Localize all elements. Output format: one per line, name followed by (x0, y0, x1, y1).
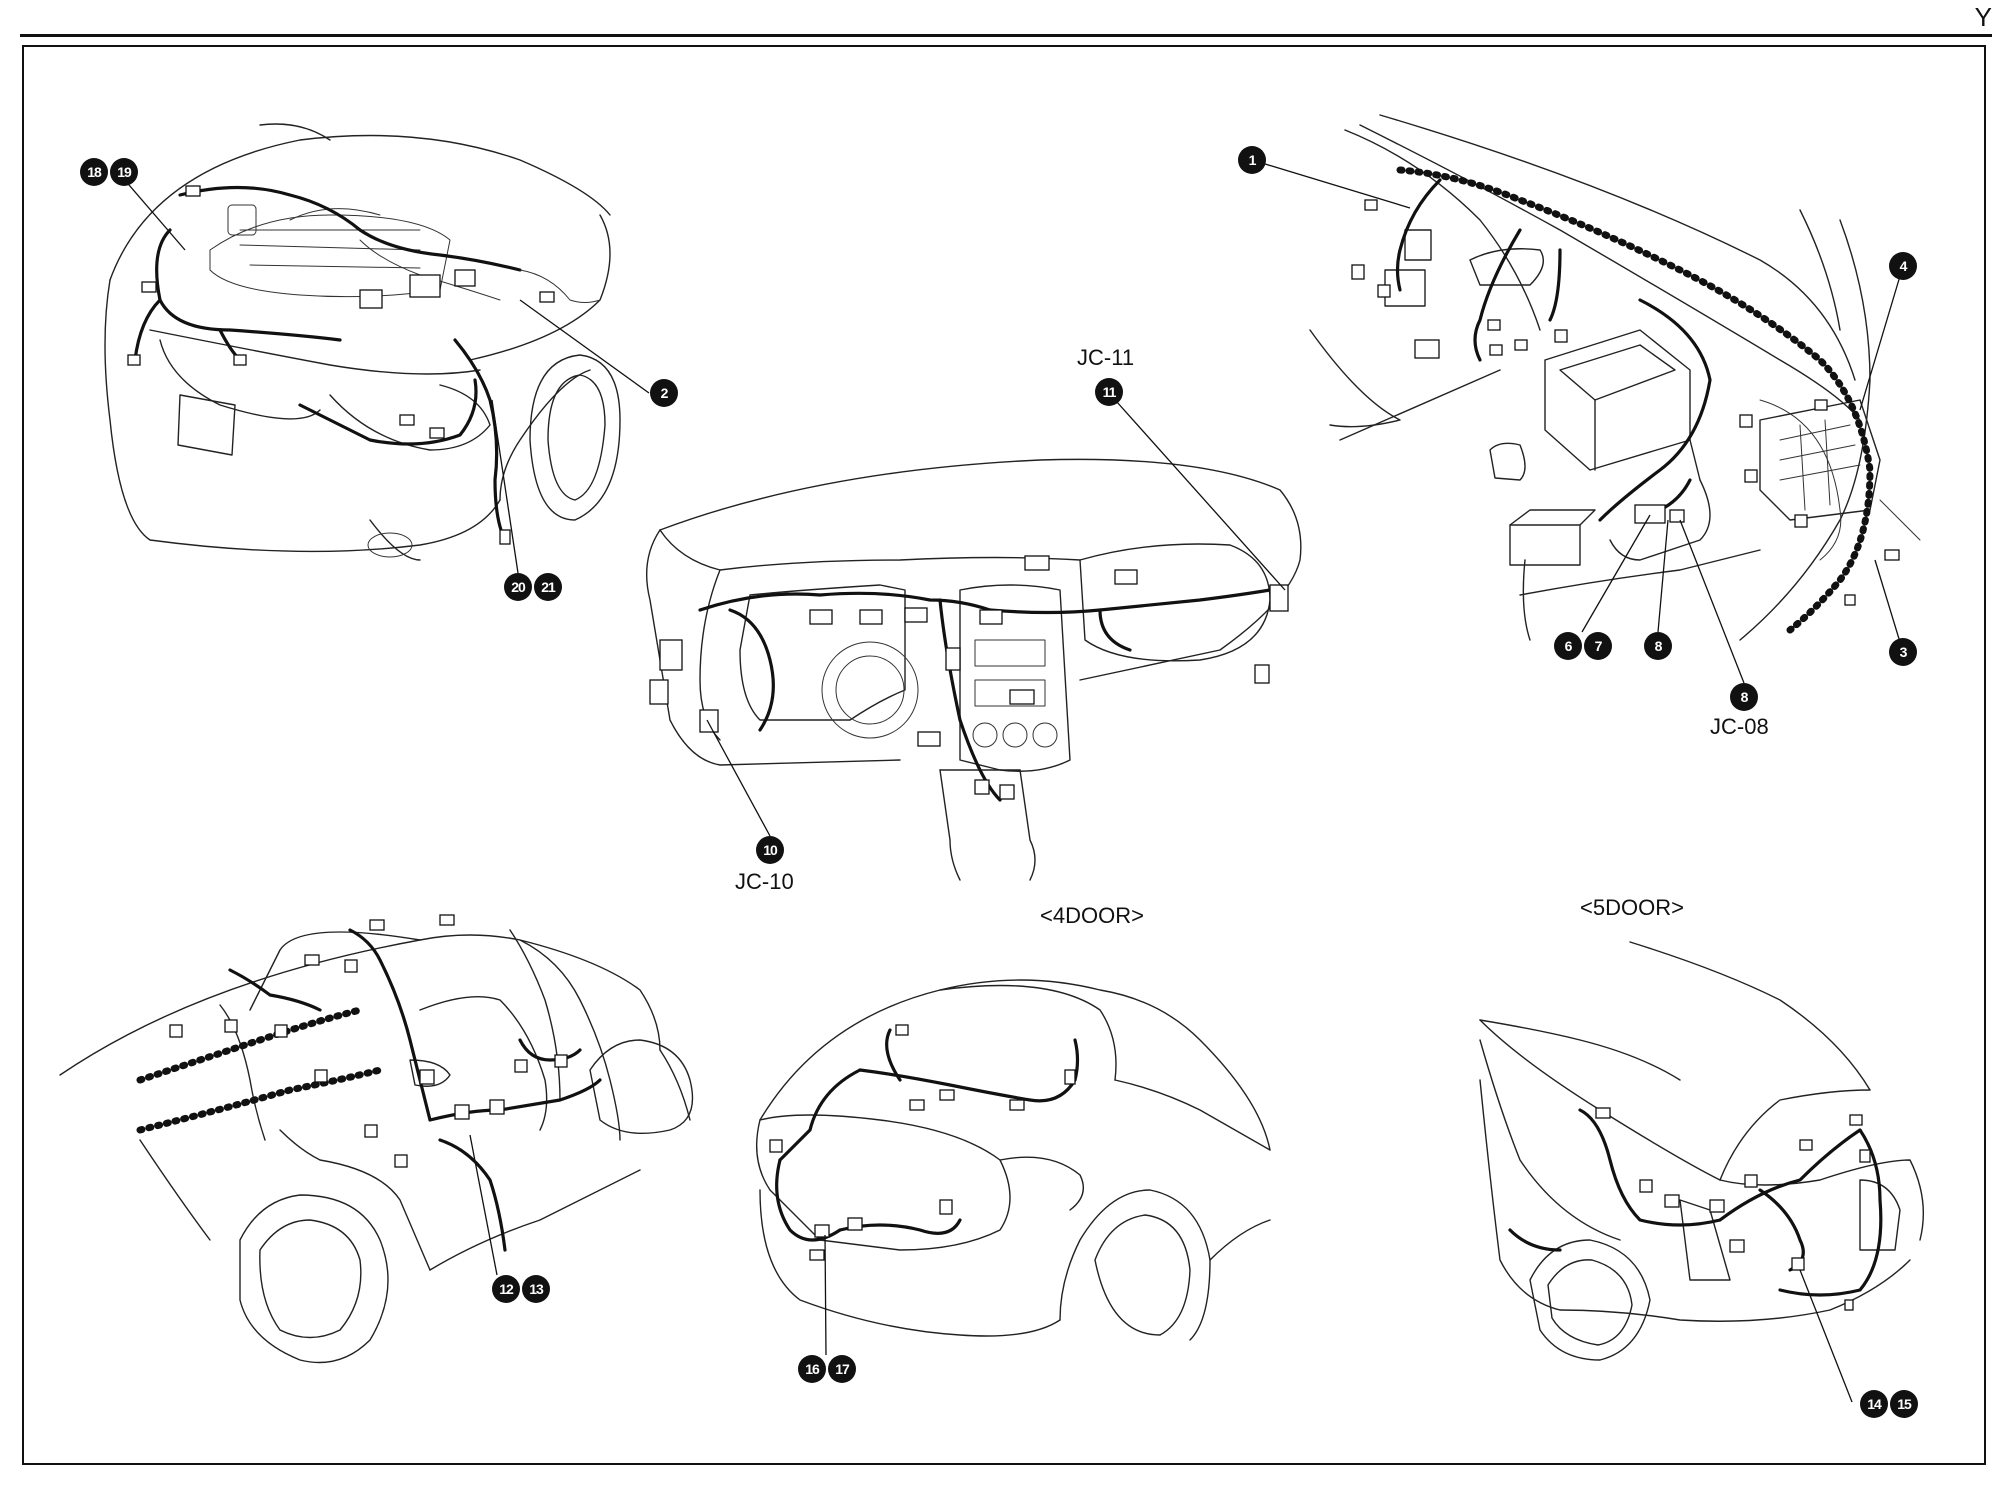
callout-2: 2 (650, 379, 678, 407)
callout-6-7: 6 7 (1554, 632, 1612, 660)
corner-mark: Y (1974, 2, 1992, 32)
dashboard-view (645, 391, 1302, 881)
callout-bubble-1: 1 (1238, 146, 1266, 174)
callout-14-15: 14 15 (1860, 1390, 1918, 1418)
callout-bubble-19: 19 (110, 158, 138, 186)
junction-label-jc10: JC-10 (735, 869, 794, 894)
callout-bubble-17: 17 (828, 1355, 856, 1383)
callout-bubble-2: 2 (650, 379, 678, 407)
callout-4: 4 (1889, 252, 1917, 280)
callout-16-17: 16 17 (798, 1355, 856, 1383)
callout-bubble-10: 10 (756, 836, 784, 864)
callout-bubble-8-upper: 8 (1644, 632, 1672, 660)
callout-bubble-18: 18 (80, 158, 108, 186)
callout-3: 3 (1889, 638, 1917, 666)
callout-bubble-20: 20 (504, 573, 532, 601)
instrument-panel-interior-view (1251, 114, 1921, 684)
callout-bubble-4: 4 (1889, 252, 1917, 280)
callout-8-lower: 8 (1730, 683, 1758, 711)
callout-12-13: 12 13 (492, 1275, 550, 1303)
callout-10: 10 (756, 836, 784, 864)
diagram-frame (22, 45, 1986, 1465)
callout-18-19: 18 19 (80, 158, 138, 186)
four-door-label: <4DOOR> (1040, 903, 1144, 928)
callout-bubble-14: 14 (1860, 1390, 1888, 1418)
callout-bubble-11: 11 (1095, 378, 1123, 406)
junction-label-jc08: JC-08 (1710, 714, 1769, 739)
callout-11: 11 (1095, 378, 1123, 406)
five-door-hatch-view (1479, 941, 1924, 1403)
body-side-floor-view (59, 914, 694, 1364)
callout-20-21: 20 21 (504, 573, 562, 601)
callout-bubble-8-lower: 8 (1730, 683, 1758, 711)
callout-bubble-12: 12 (492, 1275, 520, 1303)
callout-bubble-6: 6 (1554, 632, 1582, 660)
callout-bubble-21: 21 (534, 573, 562, 601)
four-door-trunk-view (755, 979, 1271, 1356)
five-door-label: <5DOOR> (1580, 895, 1684, 920)
junction-label-jc11: JC-11 (1077, 345, 1135, 370)
callout-bubble-16: 16 (798, 1355, 826, 1383)
top-rule (20, 34, 1992, 37)
callout-1: 1 (1238, 146, 1266, 174)
callout-bubble-7: 7 (1584, 632, 1612, 660)
callout-bubble-15: 15 (1890, 1390, 1918, 1418)
callout-bubble-3: 3 (1889, 638, 1917, 666)
callout-bubble-13: 13 (522, 1275, 550, 1303)
callout-8-upper: 8 (1644, 632, 1672, 660)
engine-compartment-view (104, 123, 650, 574)
